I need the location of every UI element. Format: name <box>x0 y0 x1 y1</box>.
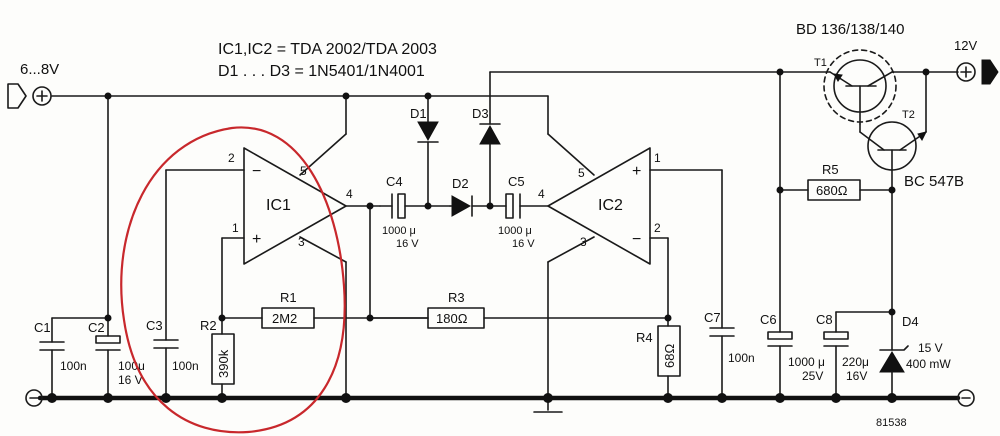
input-voltage-label: 6...8V <box>20 61 59 78</box>
capacitor-c6 <box>767 71 793 399</box>
c1-value: 100n <box>60 359 87 373</box>
c6-label: C6 <box>760 312 777 327</box>
t1-type: BD 136/138/140 <box>796 21 904 38</box>
d3-label: D3 <box>472 106 489 121</box>
c4-voltage: 16 V <box>396 238 419 250</box>
figure-reference: 81538 <box>876 417 907 429</box>
ic2-pin-5: 5 <box>578 166 585 180</box>
diode-d3 <box>479 71 501 207</box>
opamp-ic1 <box>243 95 381 399</box>
r3-label: R3 <box>448 290 465 305</box>
ic1-pin-4: 4 <box>346 187 353 201</box>
ic2-pin-2: 2 <box>654 221 661 235</box>
zener-diode-d4 <box>879 189 909 399</box>
header-line-1: IC1,IC2 = TDA 2002/TDA 2003 <box>218 41 437 58</box>
output-terminal <box>956 59 999 85</box>
capacitor-c7 <box>709 327 735 399</box>
c6-value: 1000 μ <box>788 355 825 369</box>
c7-value: 100n <box>728 351 755 365</box>
d4-label: D4 <box>902 314 919 329</box>
c8-voltage: 16V <box>846 369 867 383</box>
t1-label: T1 <box>814 57 827 69</box>
d4-voltage: 15 V <box>918 341 943 355</box>
d1-label: D1 <box>410 106 427 121</box>
capacitor-c5 <box>505 193 549 219</box>
ground-terminal-left <box>25 389 43 407</box>
r3-value: 180Ω <box>436 311 468 326</box>
r1-value: 2M2 <box>272 311 297 326</box>
c7-label: C7 <box>704 310 721 325</box>
annotation-ellipse <box>120 126 346 434</box>
r2-value: 390k <box>216 349 231 378</box>
c8-value: 220μ <box>842 355 869 369</box>
c5-voltage: 16 V <box>512 238 535 250</box>
ic1-label: IC1 <box>266 197 291 214</box>
input-terminal <box>7 83 52 109</box>
capacitor-c2 <box>95 95 121 399</box>
c1-label: C1 <box>34 320 51 335</box>
ic2-label: IC2 <box>598 197 623 214</box>
c8-label: C8 <box>816 312 833 327</box>
ic1-pin-2: 2 <box>228 151 235 165</box>
t2-type: BC 547B <box>904 173 964 190</box>
c3-value: 100n <box>172 359 199 373</box>
c2-value: 100μ <box>118 359 145 373</box>
output-voltage-label: 12V <box>954 38 977 53</box>
resistor-r5 <box>779 179 893 201</box>
header-line-2: D1 . . . D3 = 1N5401/1N4001 <box>218 63 425 80</box>
c4-value: 1000 μ <box>382 225 416 237</box>
capacitor-c8 <box>823 311 893 399</box>
capacitor-c4 <box>379 193 451 219</box>
opamp-ic2 <box>547 95 723 399</box>
c5-label: C5 <box>508 174 525 189</box>
c3-label: C3 <box>146 318 163 333</box>
transistor-t1 <box>823 49 897 125</box>
ic2-plus: + <box>632 163 641 180</box>
ic1-plus: + <box>252 231 261 248</box>
resistor-r3 <box>369 307 669 329</box>
ic2-pin-1: 1 <box>654 151 661 165</box>
junction-dots <box>47 68 930 403</box>
r4-value: 68Ω <box>662 344 677 368</box>
ic2-pin-4: 4 <box>538 187 545 201</box>
r1-label: R1 <box>280 290 297 305</box>
r2-label: R2 <box>200 318 217 333</box>
ic1-pin-3: 3 <box>298 235 305 249</box>
r5-label: R5 <box>822 162 839 177</box>
r4-label: R4 <box>636 330 653 345</box>
transistor-t2 <box>859 71 927 191</box>
c6-voltage: 25V <box>802 369 823 383</box>
diode-d2 <box>449 195 507 217</box>
ic2-minus: − <box>632 231 641 248</box>
t2-label: T2 <box>902 109 915 121</box>
diode-d1 <box>417 95 439 207</box>
ic1-pin-1: 1 <box>232 221 239 235</box>
ic2-pin-3: 3 <box>580 235 587 249</box>
c5-value: 1000 μ <box>498 225 532 237</box>
c2-voltage: 16 V <box>118 373 143 387</box>
capacitor-c1 <box>39 317 109 399</box>
ic1-minus: − <box>252 163 261 180</box>
d4-power: 400 mW <box>906 357 951 371</box>
c2-label: C2 <box>88 320 105 335</box>
ground-terminal-right <box>957 389 975 407</box>
capacitor-c3 <box>153 169 245 399</box>
c4-label: C4 <box>386 174 403 189</box>
d2-label: D2 <box>452 176 469 191</box>
r5-value: 680Ω <box>816 183 848 198</box>
ic1-pin-5: 5 <box>300 164 307 178</box>
